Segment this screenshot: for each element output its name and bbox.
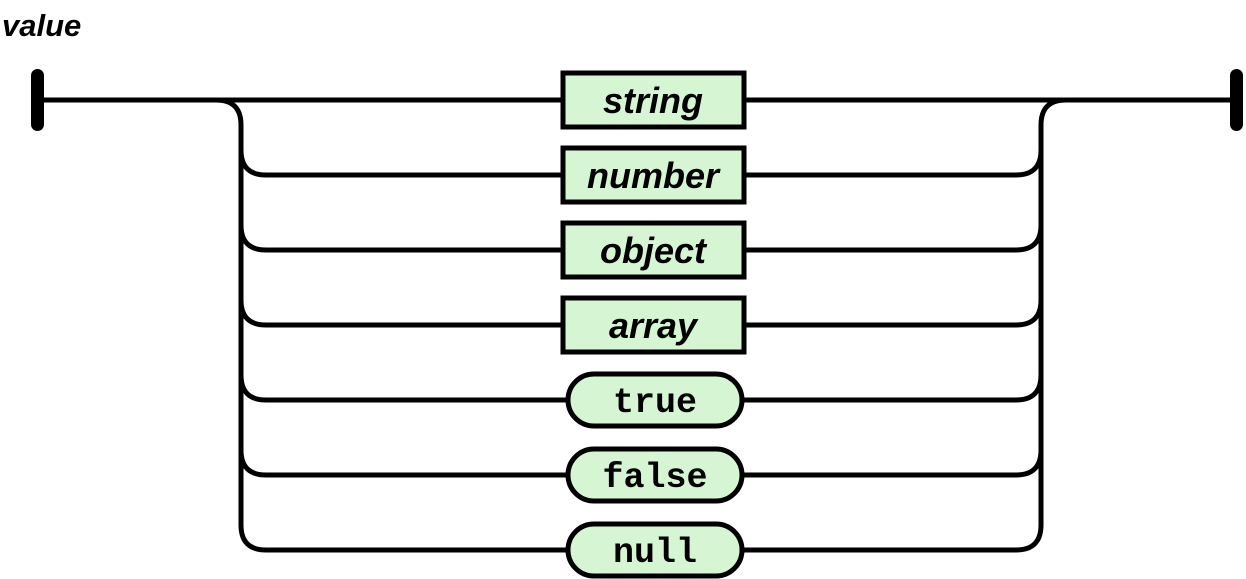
node-object: object <box>560 220 747 280</box>
node-string: string <box>560 70 747 130</box>
node-label: string <box>603 80 703 121</box>
node-pill <box>565 371 745 429</box>
collector-curve <box>1015 224 1044 253</box>
node-true: true <box>565 371 745 429</box>
branch-curve <box>238 224 267 253</box>
node-label: null <box>613 533 697 573</box>
branch-left-rail <box>215 97 267 553</box>
node-box <box>560 220 747 280</box>
branch-curve <box>238 149 267 178</box>
node-label: true <box>613 383 697 423</box>
node-label: false <box>602 458 707 498</box>
node-box <box>560 145 747 205</box>
node-box <box>560 70 747 130</box>
end-terminal-marker <box>1230 69 1243 131</box>
collector-right-rail <box>1015 97 1067 553</box>
node-pill <box>565 446 745 504</box>
node-pill <box>565 521 745 579</box>
diagram-title: value <box>2 8 81 43</box>
collector-curve <box>1015 149 1044 178</box>
rail-lines <box>44 97 1230 553</box>
collector-curve <box>1015 449 1044 478</box>
node-label: object <box>600 230 708 271</box>
collector-curve <box>1015 299 1044 328</box>
node-label: number <box>587 155 721 196</box>
node-label: array <box>609 305 699 346</box>
node-null: null <box>565 521 745 579</box>
node-number: number <box>560 145 747 205</box>
collector-curve <box>1015 374 1044 403</box>
node-false: false <box>565 446 745 504</box>
start-terminal-marker <box>31 69 44 131</box>
node-box <box>560 295 747 355</box>
branch-curve <box>238 449 267 478</box>
node-array: array <box>560 295 747 355</box>
branch-curve <box>238 299 267 328</box>
branch-curve <box>238 374 267 403</box>
